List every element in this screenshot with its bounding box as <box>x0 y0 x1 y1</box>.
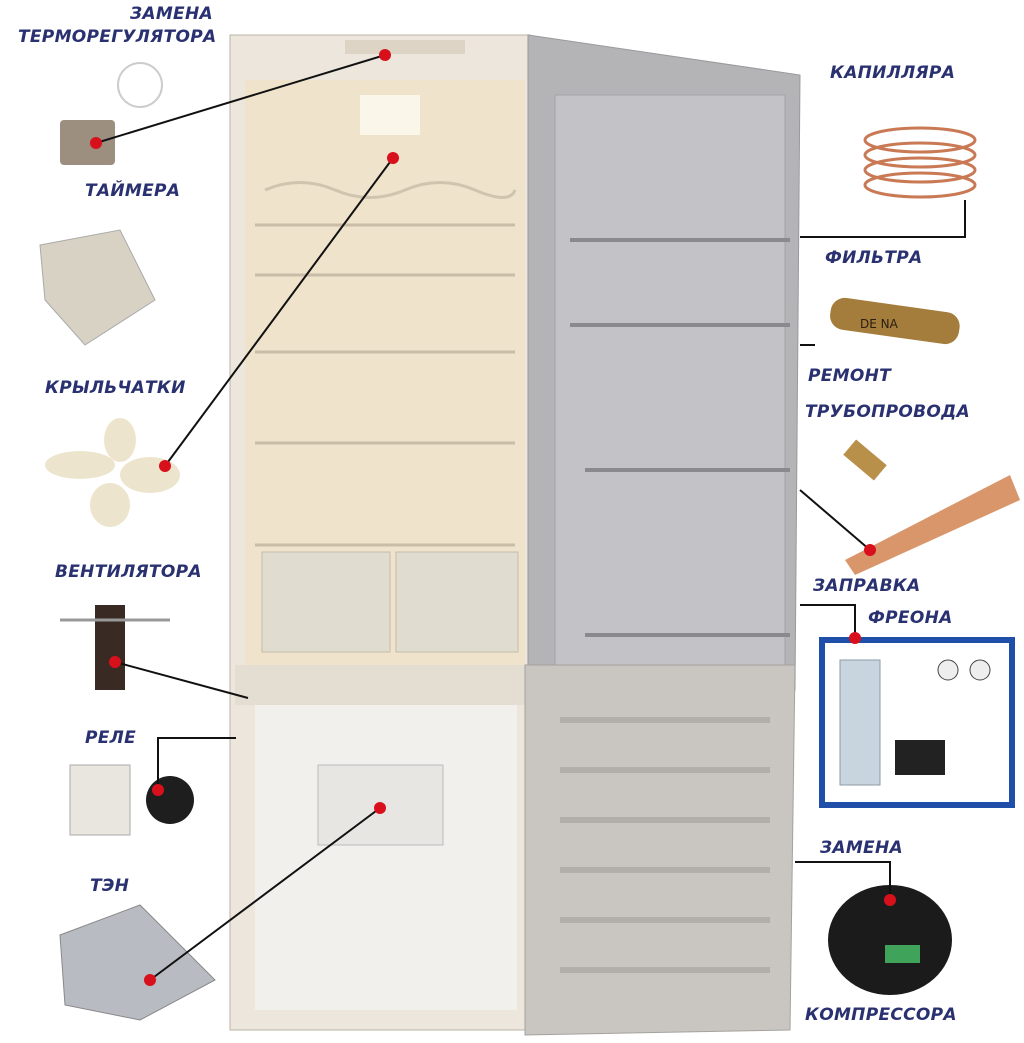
relay-part <box>69 764 194 836</box>
label-timer: ТАЙМЕРА <box>85 181 181 201</box>
label-freon-line2: ФРЕОНА <box>868 608 953 628</box>
label-heater: ТЭН <box>90 876 130 896</box>
leader-lines <box>95 54 966 981</box>
timer-part <box>39 229 156 346</box>
label-thermostat-line1: ЗАМЕНА <box>130 4 213 24</box>
fan-motor-part <box>60 605 170 690</box>
impeller-part <box>45 418 180 527</box>
label-impeller: КРЫЛЬЧАТКИ <box>45 378 186 398</box>
compressor-part <box>828 885 952 995</box>
thermostat-part <box>60 62 163 165</box>
shelves <box>255 223 515 547</box>
label-compressor-line2: КОМПРЕССОРА <box>805 1005 957 1025</box>
freon-station-part <box>819 637 1015 808</box>
label-pipe-line1: РЕМОНТ <box>808 366 892 386</box>
filter-drier-part: DE NA <box>830 297 960 345</box>
label-filter: ФИЛЬТРА <box>825 248 923 268</box>
label-freon-line1: ЗАПРАВКА <box>813 576 921 596</box>
label-capillary: КАПИЛЛЯРА <box>830 63 956 83</box>
label-pipe-line2: ТРУБОПРОВОДА <box>805 402 971 422</box>
heater-part <box>59 904 216 1021</box>
refrigerator <box>229 34 801 1036</box>
label-fan: ВЕНТИЛЯТОРА <box>55 562 202 582</box>
label-relay: РЕЛЕ <box>85 728 137 748</box>
filter-marking: DE NA <box>860 317 899 331</box>
pipe-part <box>843 439 1020 575</box>
freezer-compartment <box>255 705 517 1010</box>
label-thermostat-line2: ТЕРМОРЕГУЛЯТОРА <box>18 27 217 47</box>
label-compressor-line1: ЗАМЕНА <box>820 838 903 858</box>
capillary-part <box>863 126 977 199</box>
marker-dots <box>90 49 896 986</box>
